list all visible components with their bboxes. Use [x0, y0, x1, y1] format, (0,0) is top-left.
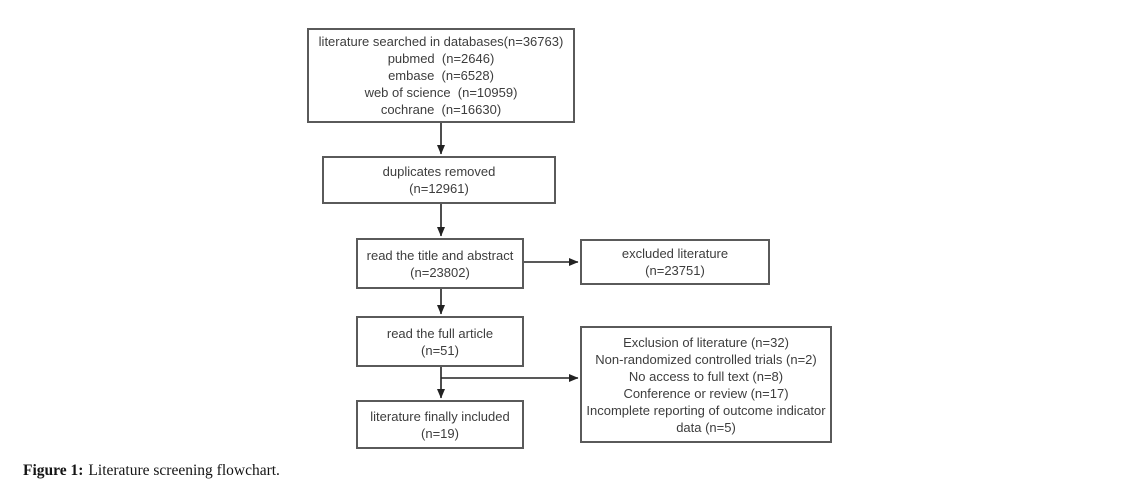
box-literature-finally-included: literature finally included (n=19): [356, 400, 524, 449]
box-line: duplicates removed: [382, 164, 496, 179]
box-excluded-literature: excluded literature (n=23751): [580, 239, 770, 285]
box-line: literature searched in databases(n=36763…: [318, 34, 564, 49]
box-line: (n=23751): [645, 263, 705, 278]
box-line: Conference or review (n=17): [623, 385, 789, 401]
box-line: web of science (n=10959): [364, 85, 518, 100]
box-line: read the title and abstract: [366, 247, 514, 263]
box-duplicates-removed: duplicates removed (n=12961): [322, 156, 556, 204]
box-line: cochrane (n=16630): [380, 102, 502, 117]
box-line: Non-randomized controlled trials (n=2): [595, 351, 817, 367]
box-read-title-abstract: read the title and abstract (n=23802): [356, 238, 524, 289]
box-line: pubmed (n=2646): [387, 51, 495, 66]
box-line: embase (n=6528): [388, 68, 494, 83]
box-line: Exclusion of literature (n=32): [623, 334, 789, 350]
box-literature-searched: literature searched in databases(n=36763…: [307, 28, 575, 123]
box-line: (n=19): [421, 425, 459, 441]
box-line: (n=23802): [410, 264, 470, 280]
box-line: (n=12961): [409, 181, 469, 196]
figure-caption-text: Literature screening flowchart.: [88, 462, 280, 479]
box-read-full-article: read the full article (n=51): [356, 316, 524, 367]
box-exclusion-reasons: Exclusion of literature (n=32) Non-rando…: [580, 326, 832, 443]
box-line: excluded literature: [621, 246, 729, 261]
figure-caption: Figure 1:Literature screening flowchart.: [23, 462, 280, 480]
box-line: Incomplete reporting of outcome indicato…: [586, 402, 830, 435]
box-line: (n=51): [421, 342, 459, 358]
box-line: read the full article: [386, 325, 494, 341]
box-line: literature finally included: [370, 408, 510, 424]
figure-caption-label: Figure 1:: [23, 462, 84, 479]
box-line: No access to full text (n=8): [628, 368, 784, 384]
